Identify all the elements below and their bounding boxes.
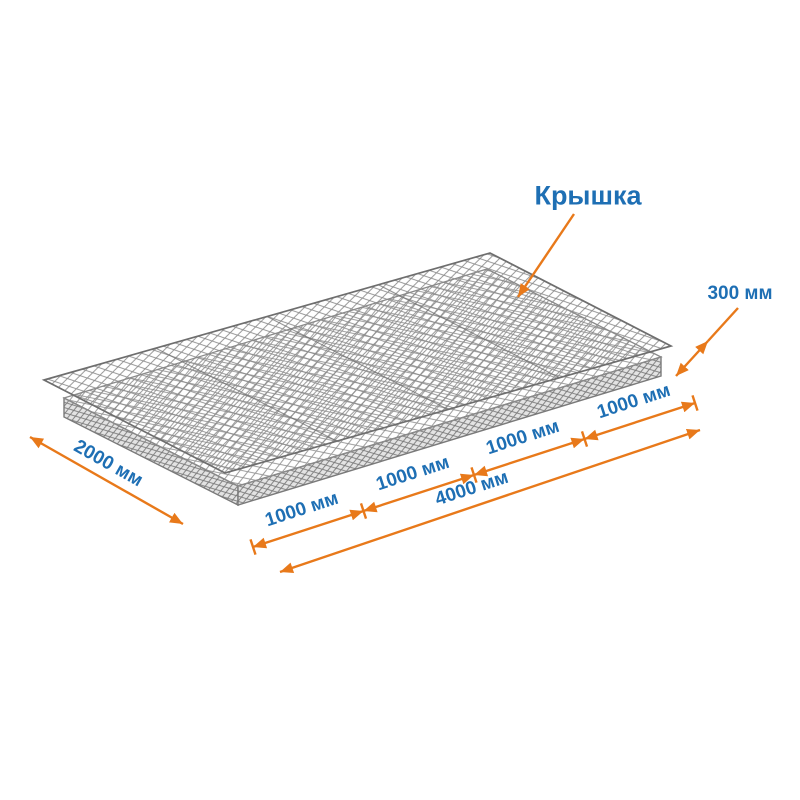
dim-width-line [29, 435, 184, 526]
dim-tick [691, 395, 699, 411]
cover-label: Крышка [534, 180, 642, 211]
dim-height-arrow [675, 340, 709, 377]
dim-height-leader [707, 307, 739, 342]
lid-section-seam [266, 315, 449, 411]
dim-height-label: 300 мм [707, 283, 773, 304]
cover-leader-arrow [517, 213, 575, 298]
dim-total-line [279, 428, 701, 574]
lid-section-seam [155, 347, 337, 442]
dim-tick [249, 539, 257, 555]
lid-section-seam [378, 284, 560, 379]
dimension-lines [29, 213, 739, 574]
